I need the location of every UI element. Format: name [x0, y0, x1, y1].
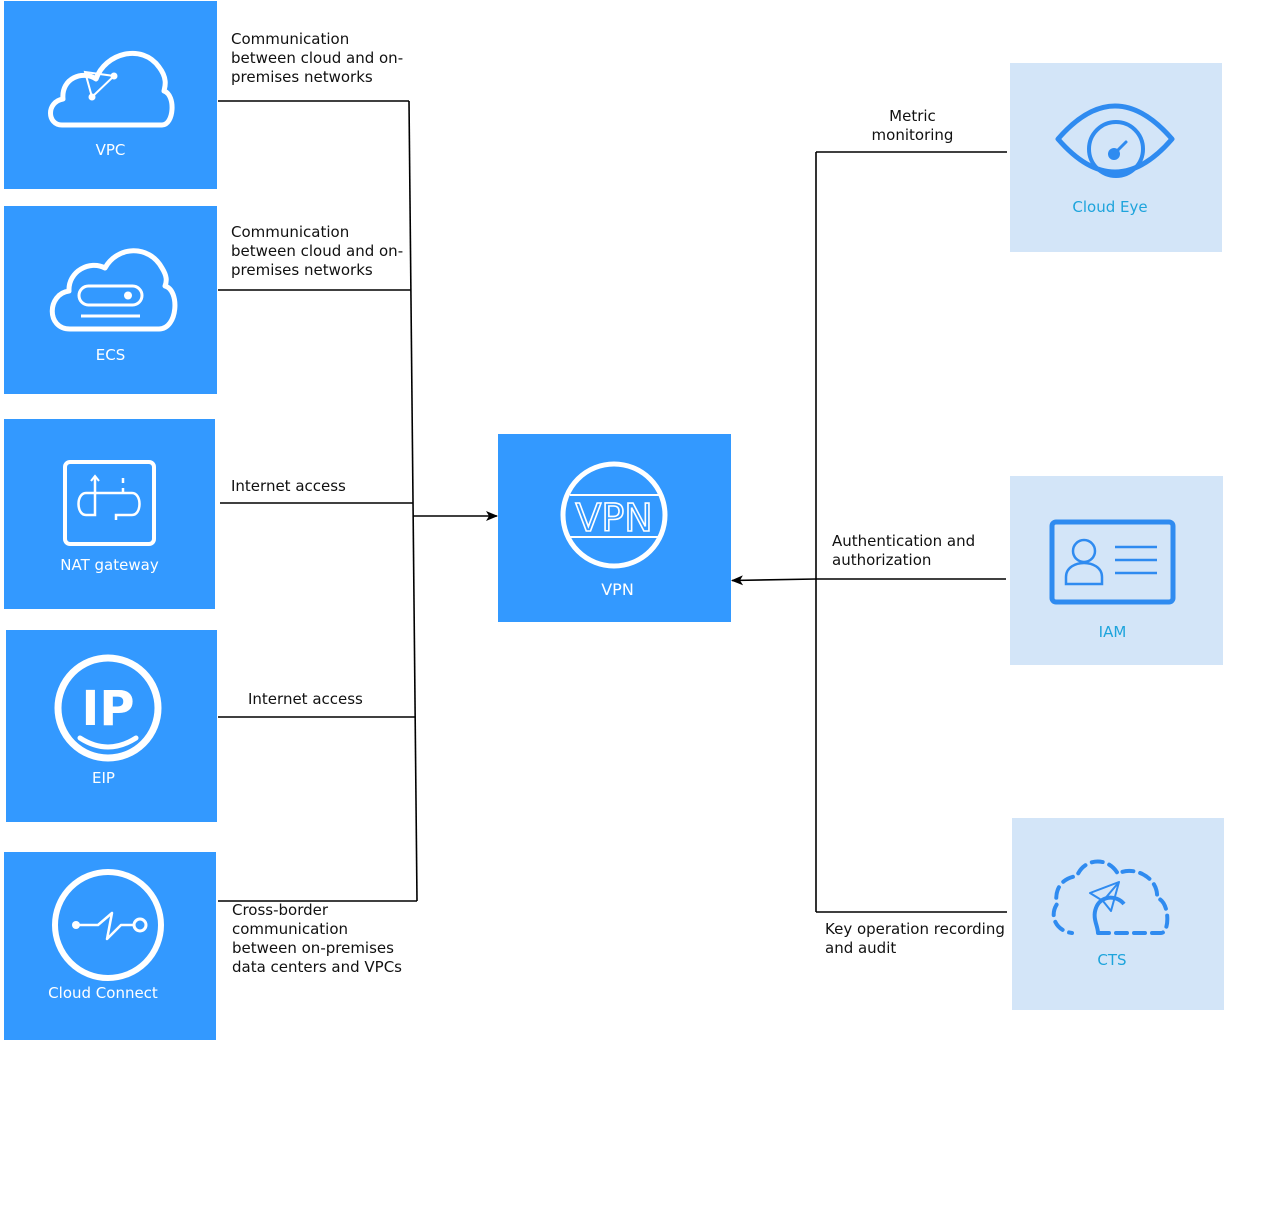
cloud-eye-node[interactable]: Cloud Eye — [1010, 63, 1222, 252]
ecs-node[interactable]: ECS — [4, 206, 217, 394]
nat-gateway-label: NAT gateway — [60, 556, 159, 574]
cloud-connect-relation-label: Cross-border communication between on-pr… — [232, 901, 402, 976]
vpc-node[interactable]: VPC — [4, 1, 217, 189]
ecs-cloud-server-icon — [49, 248, 178, 332]
cts-relation-label: Key operation recording and audit — [825, 920, 1005, 957]
vpn-node[interactable]: VPN VPN — [498, 434, 731, 622]
cts-node[interactable]: CTS — [1012, 818, 1224, 1010]
cloud-connect-icon — [52, 869, 164, 981]
vpn-icon: VPN — [560, 461, 668, 569]
iam-node[interactable]: IAM — [1010, 476, 1223, 665]
cts-label: CTS — [1097, 951, 1127, 969]
eip-icon-text: IP — [81, 681, 134, 737]
eip-icon: IP — [54, 654, 162, 762]
id-card-icon — [1049, 519, 1176, 605]
nat-relation-label: Internet access — [231, 477, 346, 495]
cloud-eye-relation-label: Metric monitoring — [871, 107, 954, 144]
eip-label: EIP — [92, 769, 115, 787]
left-trunk-line — [408, 100, 418, 902]
iam-label: IAM — [1098, 623, 1127, 641]
cloud-connect-label: Cloud Connect — [48, 984, 158, 1002]
eip-node[interactable]: IP EIP — [6, 630, 217, 822]
vpn-label: VPN — [601, 580, 634, 599]
vpc-label: VPC — [95, 141, 126, 159]
eip-relation-label: Internet access — [248, 690, 363, 708]
iam-relation-label: Authentication and authorization — [832, 532, 976, 569]
cts-cloud-trace-icon — [1051, 859, 1170, 935]
vpc-cloud-icon — [48, 50, 175, 128]
vpn-icon-text: VPN — [575, 496, 652, 540]
vpc-relation-label: Communication between cloud and on- prem… — [231, 30, 404, 86]
eye-icon — [1055, 103, 1175, 178]
nat-gateway-icon — [63, 460, 156, 546]
cloud-eye-label: Cloud Eye — [1072, 198, 1148, 216]
right-to-vpn-arrow — [731, 575, 817, 586]
nat-gateway-node[interactable]: NAT gateway — [4, 419, 215, 609]
ecs-relation-label: Communication between cloud and on- prem… — [231, 223, 404, 279]
cloud-connect-node[interactable]: Cloud Connect — [4, 852, 216, 1040]
ecs-label: ECS — [95, 346, 126, 364]
